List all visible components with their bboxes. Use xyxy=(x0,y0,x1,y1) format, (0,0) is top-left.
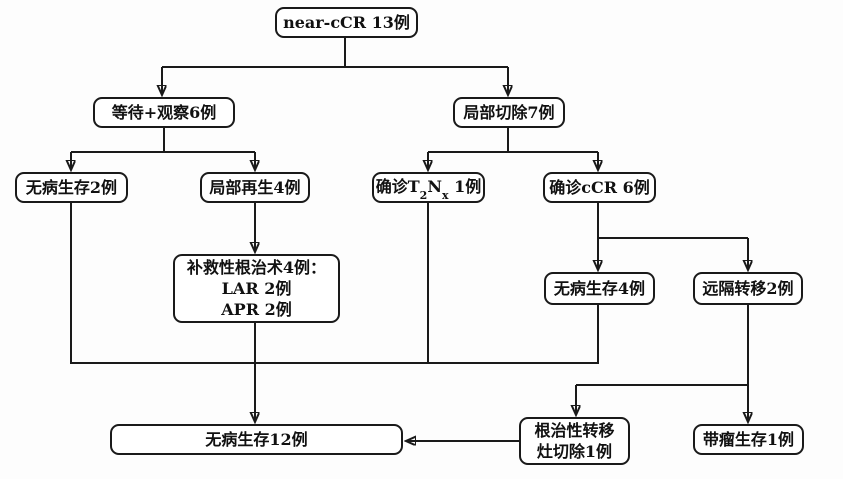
node-salvage-surgery-line1: 补救性根治术4例： xyxy=(186,258,327,277)
node-dfs-12: 无病生存12例 xyxy=(110,424,403,455)
node-dfs-4: 无病生存4例 xyxy=(544,272,655,305)
node-local-regrowth: 局部再生4例 xyxy=(200,172,310,203)
node-confirmed-t2nx-label: 确诊T2Nx 1例 xyxy=(375,177,482,202)
node-dfs-2-label: 无病生存2例 xyxy=(25,178,118,197)
node-salvage-surgery-line2: LAR 2例 xyxy=(221,279,292,298)
node-local-regrowth-label: 局部再生4例 xyxy=(209,178,301,197)
node-near-ccr: near-cCR 13例 xyxy=(275,7,418,38)
node-distant-metastasis-label: 远隔转移2例 xyxy=(702,279,794,298)
node-local-excision-label: 局部切除7例 xyxy=(463,103,555,122)
node-radical-metastasectomy-line2: 灶切除1例 xyxy=(536,442,613,461)
node-distant-metastasis: 远隔转移2例 xyxy=(693,272,803,305)
node-confirmed-ccr-label: 确诊cCR 6例 xyxy=(549,178,650,197)
node-confirmed-t2nx: 确诊T2Nx 1例 xyxy=(372,172,485,203)
node-salvage-surgery: 补救性根治术4例： LAR 2例 APR 2例 xyxy=(173,254,340,323)
node-dfs-12-label: 无病生存12例 xyxy=(205,430,308,449)
node-radical-metastasectomy: 根治性转移 灶切除1例 xyxy=(519,417,630,465)
node-near-ccr-label: near-cCR 13例 xyxy=(283,13,410,32)
edge-ccr-stem xyxy=(597,202,748,239)
node-dfs-2: 无病生存2例 xyxy=(15,172,128,203)
node-radical-metastasectomy-line1: 根治性转移 xyxy=(534,421,615,440)
node-wait-watch: 等待+观察6例 xyxy=(93,97,235,128)
node-local-excision: 局部切除7例 xyxy=(453,97,565,128)
node-salvage-surgery-line3: APR 2例 xyxy=(221,300,292,319)
node-confirmed-ccr: 确诊cCR 6例 xyxy=(543,172,656,203)
node-tumor-bearing-survival-label: 带瘤生存1例 xyxy=(702,430,795,449)
node-wait-watch-label: 等待+观察6例 xyxy=(111,103,217,122)
node-tumor-bearing-survival: 带瘤生存1例 xyxy=(693,424,804,455)
node-dfs-4-label: 无病生存4例 xyxy=(553,279,646,298)
